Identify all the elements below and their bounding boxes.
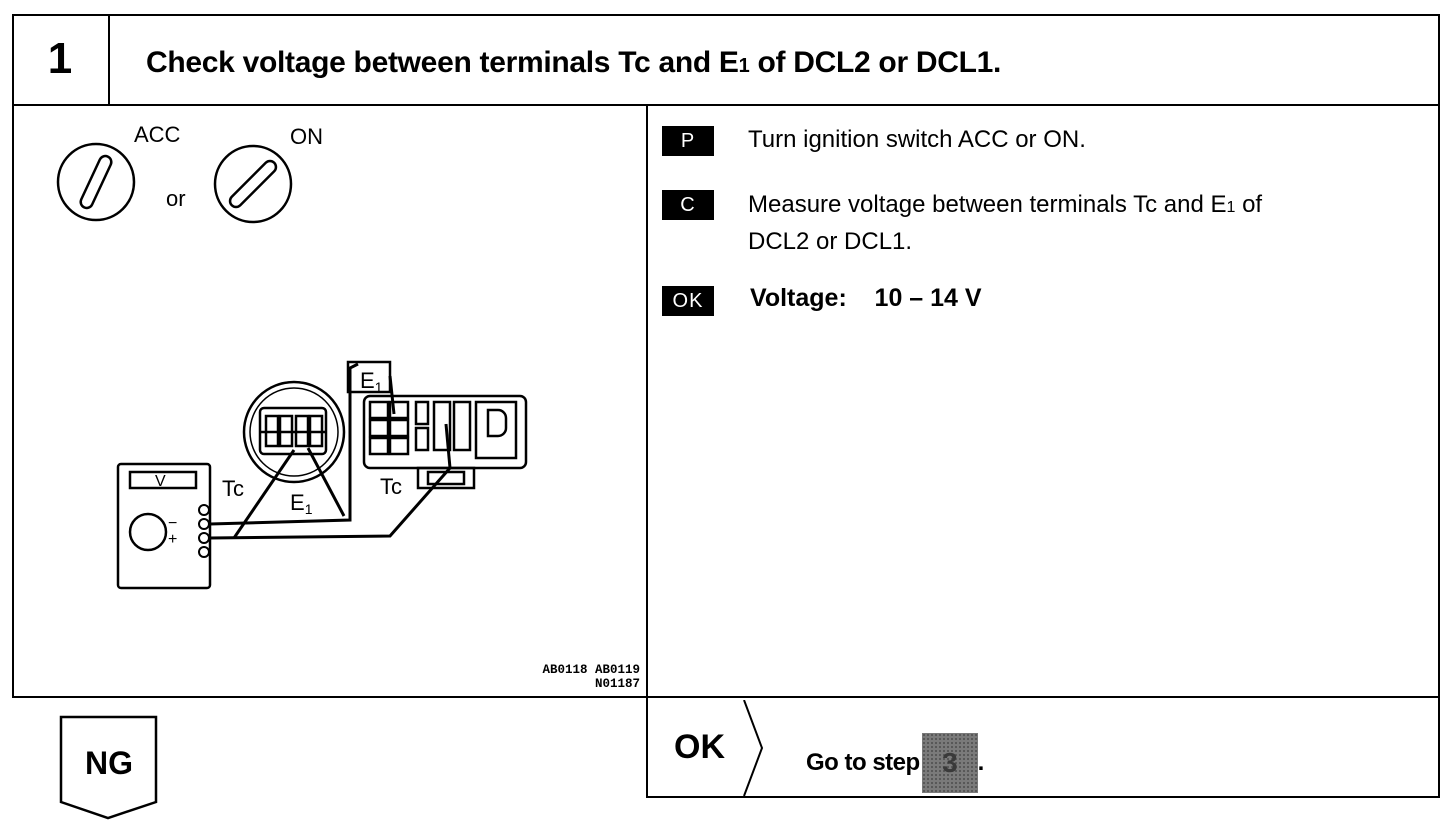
on-switch-icon [213, 144, 293, 224]
voltage-spec: Voltage: 10 – 14 V [750, 284, 982, 312]
column-divider [646, 104, 648, 698]
ok-label: OK [674, 728, 725, 766]
acc-switch-icon [56, 142, 136, 222]
ok-arrow-divider [743, 700, 764, 796]
on-label: ON [290, 124, 323, 149]
goto-text: Go to step [806, 749, 920, 776]
title-divider [12, 104, 1440, 106]
ng-label: NG [85, 745, 133, 781]
goto-end: . [977, 749, 985, 776]
p-instruction: Turn ignition switch ACC or ON. [748, 126, 1086, 153]
step-title-end: of DCL2 or DCL1. [749, 46, 1002, 79]
c-instruction: Measure voltage between terminals Tc and… [748, 188, 1414, 259]
step-number: 1 [12, 14, 110, 106]
step-title-subscript: 1 [738, 55, 750, 77]
c-instruction-subscript: 1 [1226, 199, 1236, 216]
c-instruction-end: of [1235, 191, 1263, 218]
c-tag: C [662, 190, 714, 220]
step-title-main: Check voltage between terminals Tc and E [146, 46, 739, 79]
figure-codes: AB0118 AB0119 N01187 [480, 663, 640, 691]
figure-code-line2: N01187 [594, 677, 640, 691]
c-instruction-main: Measure voltage between terminals Tc and… [748, 191, 1227, 218]
meter-v-label: V [155, 473, 166, 490]
wiring-illustration: ACC ON or V Tc E1 E1 Tc − + [56, 122, 528, 590]
acc-label: ACC [134, 122, 181, 147]
goto-instruction: Go to step 3 . [806, 733, 984, 793]
voltmeter-icon [116, 462, 212, 590]
step-title: Check voltage between terminals Tc and E… [146, 46, 1001, 80]
p-tag: P [662, 126, 714, 156]
e1-right-label: E1 [360, 368, 383, 395]
minus-label: − [168, 515, 177, 532]
round-connector-icon [242, 380, 346, 484]
plus-label: + [168, 531, 177, 548]
tc-left-label: Tc [222, 476, 244, 501]
tc-right-label: Tc [380, 474, 402, 499]
ng-result-box: NG [59, 715, 158, 820]
goto-step-reference[interactable]: 3 [921, 733, 978, 793]
or-label: or [166, 186, 186, 211]
figure-code-line1: AB0118 AB0119 [542, 663, 640, 677]
ok-result-box [646, 698, 1440, 798]
procedure-frame [12, 14, 1440, 698]
c-instruction-line2: DCL2 or DCL1. [748, 228, 913, 255]
e1-left-label: E1 [290, 490, 313, 517]
ok-tag: OK [662, 286, 714, 316]
